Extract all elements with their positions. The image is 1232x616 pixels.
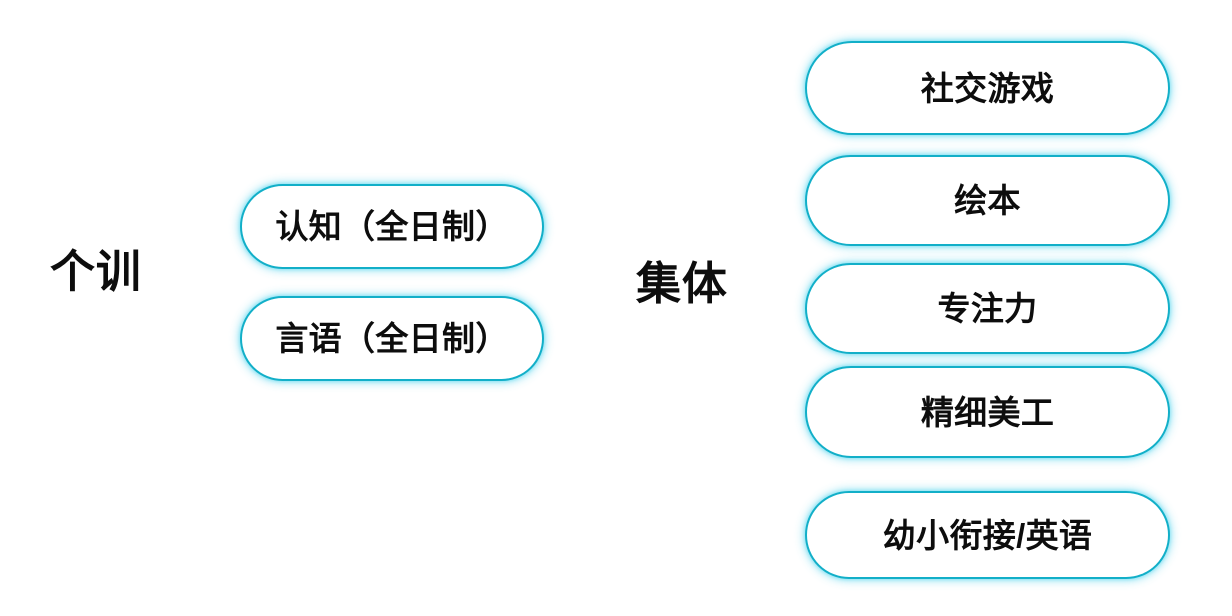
- pill-cognition[interactable]: 认知（全日制）: [240, 184, 544, 269]
- pill-speech[interactable]: 言语（全日制）: [240, 296, 544, 381]
- pill-label-cognition: 认知（全日制）: [275, 208, 509, 245]
- pill-label-picture-book: 绘本: [954, 182, 1021, 219]
- pill-label-social-game: 社交游戏: [920, 69, 1055, 107]
- pill-label-focus: 专注力: [937, 290, 1038, 327]
- group-label-individual: 个训: [50, 246, 142, 297]
- pill-picture-book[interactable]: 绘本: [805, 155, 1170, 246]
- pill-transition-english[interactable]: 幼小衔接/英语: [805, 491, 1170, 579]
- pill-label-fine-art: 精细美工: [920, 393, 1055, 431]
- pill-social-game[interactable]: 社交游戏: [805, 41, 1170, 135]
- pill-label-speech: 言语（全日制）: [275, 320, 509, 357]
- pill-label-transition-english: 幼小衔接/英语: [882, 516, 1093, 554]
- group-label-group: 集体: [636, 258, 728, 309]
- pill-focus[interactable]: 专注力: [805, 263, 1170, 354]
- pill-fine-art[interactable]: 精细美工: [805, 366, 1170, 458]
